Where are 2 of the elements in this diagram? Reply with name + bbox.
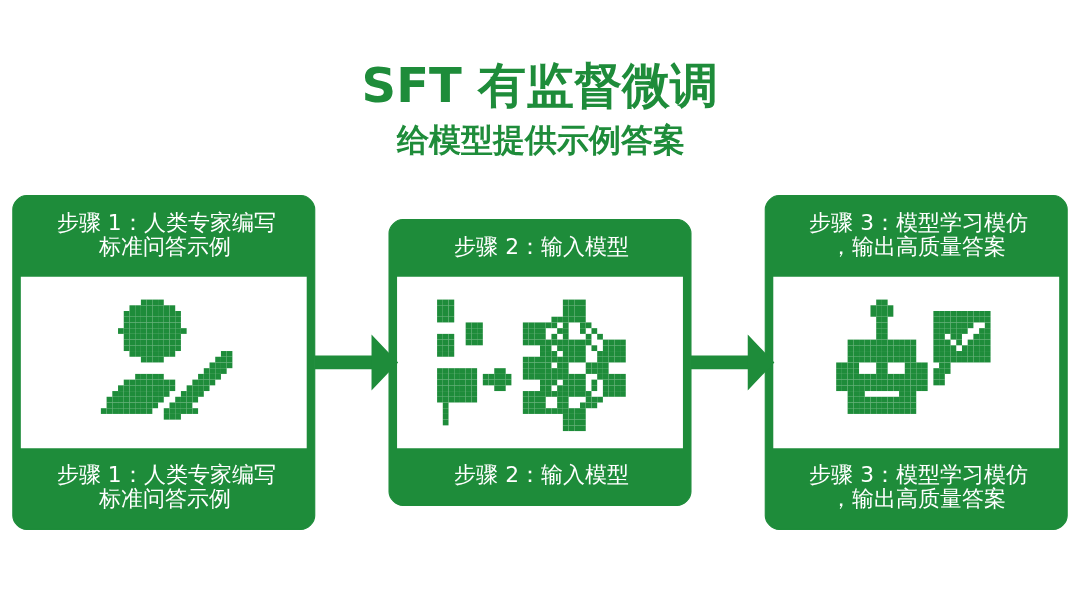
label: 给模型提供示例答案 [397,120,686,159]
diagram-title: SFT 有监督微调 [361,56,719,113]
